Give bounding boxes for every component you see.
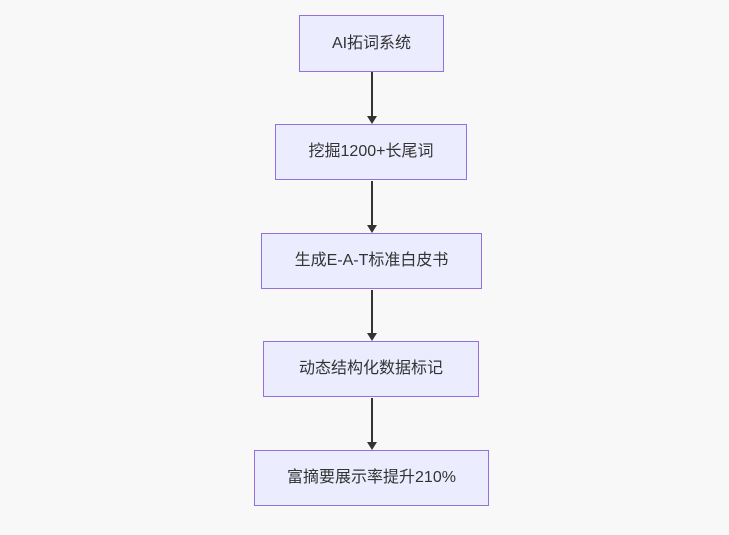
- flow-arrow-2: [366, 181, 377, 233]
- flow-arrow-4: [366, 398, 377, 450]
- arrow-head-down-icon: [366, 442, 377, 450]
- flow-arrow-1: [366, 72, 377, 124]
- flowchart-node-dynamic-structured-data-markup: 动态结构化数据标记: [263, 341, 479, 397]
- flowchart-node-ai-word-expansion-system: AI拓词系统: [299, 15, 444, 72]
- arrow-line: [370, 72, 373, 116]
- arrow-line: [370, 181, 373, 225]
- arrow-head-down-icon: [366, 333, 377, 341]
- arrow-line: [370, 290, 373, 333]
- arrow-line: [370, 398, 373, 442]
- node-label: 动态结构化数据标记: [298, 360, 443, 378]
- node-label: AI拓词系统: [331, 34, 412, 52]
- flowchart-node-mine-longtail-keywords: 挖掘1200+长尾词: [275, 124, 467, 180]
- arrow-head-down-icon: [366, 225, 377, 233]
- node-label: 生成E-A-T标准白皮书: [294, 252, 449, 270]
- node-label: 富摘要展示率提升210%: [287, 469, 456, 487]
- arrow-head-down-icon: [366, 116, 377, 124]
- flowchart-node-rich-snippet-rate-increase: 富摘要展示率提升210%: [254, 450, 489, 506]
- node-label: 挖掘1200+长尾词: [308, 143, 434, 161]
- flowchart-node-generate-eat-whitepaper: 生成E-A-T标准白皮书: [261, 233, 482, 289]
- flow-arrow-3: [366, 290, 377, 341]
